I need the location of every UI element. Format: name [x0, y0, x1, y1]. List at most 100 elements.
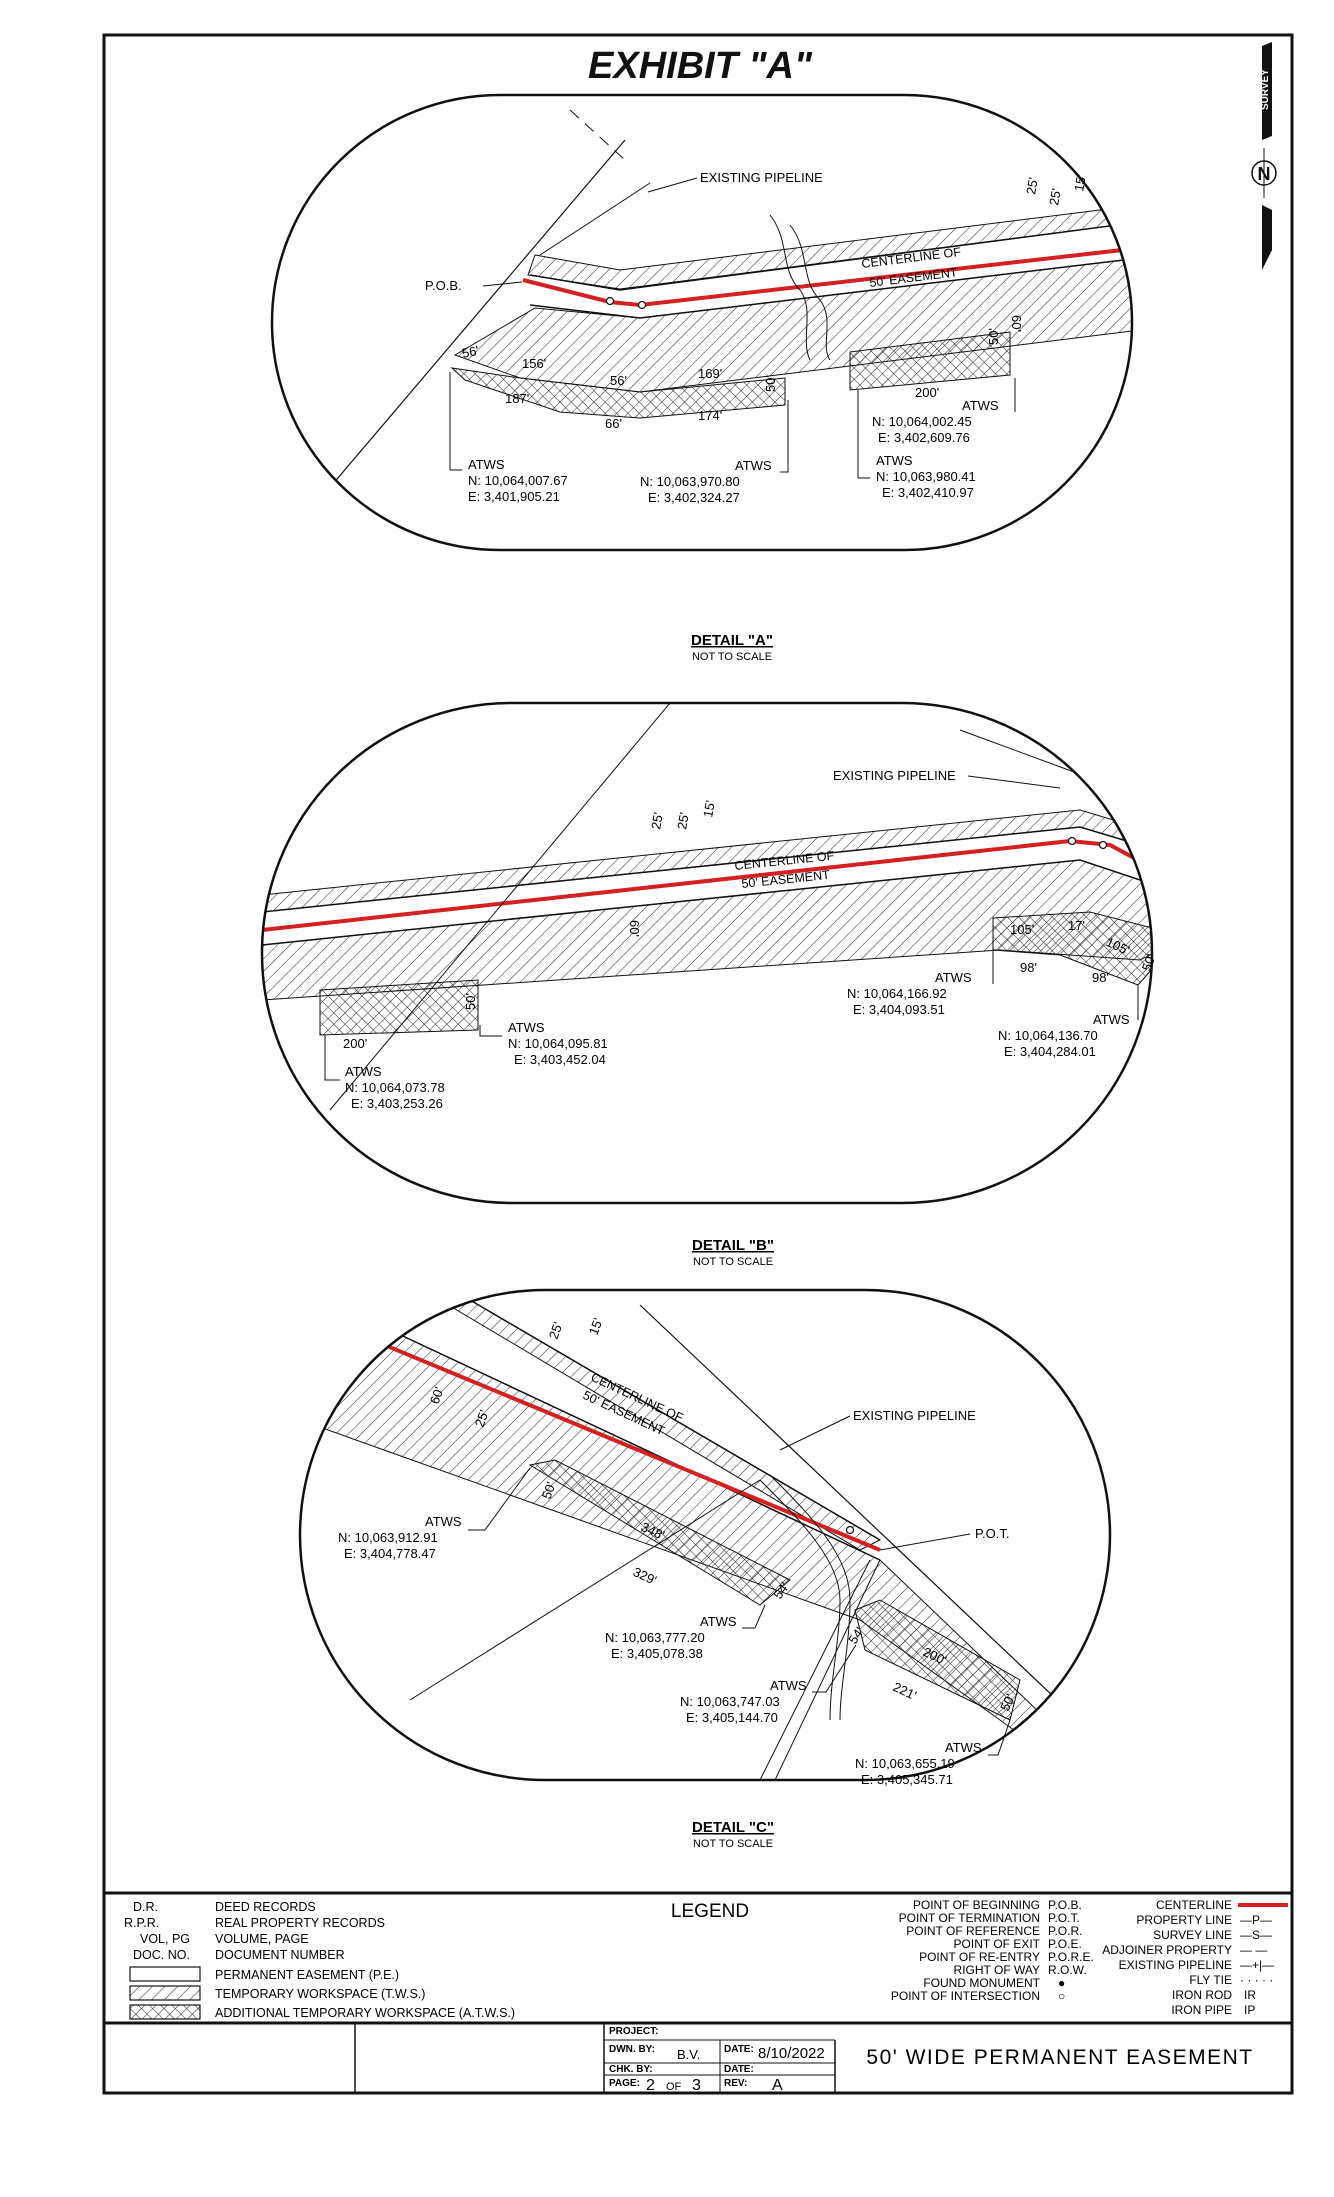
detail-a-dim-25b: 25' [1046, 187, 1064, 206]
detail-b-scale: NOT TO SCALE [693, 1256, 773, 1268]
legend-abbrev-code: VOL, PG [140, 1932, 190, 1946]
legend-title: LEGEND [671, 1901, 749, 1922]
legend-line-sym: IR [1244, 1988, 1256, 2002]
tb-page-label: PAGE: [609, 2078, 640, 2089]
legend-abbrev-code: D.R. [133, 1900, 158, 1914]
legend-point-abbr: ○ [1058, 1989, 1065, 2003]
detail-b-atws-3-e: E: 3,404,093.51 [853, 1002, 945, 1017]
detail-a-dim-174: 174' [698, 408, 722, 423]
legend-point-abbr: P.O.T. [1048, 1911, 1080, 1925]
detail-b-dim-25b: 25' [674, 811, 692, 830]
detail-a-atws-east [849, 331, 1011, 391]
detail-a-atws-4-e: E: 3,402,410.97 [882, 485, 974, 500]
legend-line-name: ADJOINER PROPERTY [1102, 1943, 1232, 1957]
legend-swatch-pe [129, 1966, 201, 1982]
detail-a-atws-3-e: E: 3,402,609.76 [878, 430, 970, 445]
legend-line-sym: —S— [1240, 1928, 1272, 1942]
tb-dwn-by-label: DWN. BY: [609, 2044, 655, 2055]
legend-point-abbr: R.O.W. [1048, 1963, 1087, 1977]
legend-point-name: POINT OF EXIT [954, 1937, 1041, 1951]
tb-rev: A [772, 2077, 783, 2094]
detail-b-dim-60: 60' [627, 920, 642, 937]
legend-line-name: SURVEY LINE [1153, 1928, 1232, 1942]
legend-abbrev-code: R.P.R. [124, 1916, 159, 1930]
tb-date: 8/10/2022 [758, 2045, 825, 2062]
detail-a-dim-25a: 25' [1023, 176, 1041, 195]
detail-a-atws-4-label: ATWS [876, 453, 913, 468]
detail-b-atws-2-label: ATWS [345, 1064, 382, 1079]
detail-c: EXISTING PIPELINE P.O.T. CENTERLINE OF 5… [298, 1288, 1112, 1850]
legend-point-name: FOUND MONUMENT [923, 1976, 1040, 1990]
legend-point-name: POINT OF TERMINATION [899, 1911, 1040, 1925]
detail-b-existing-pipeline-label: EXISTING PIPELINE [833, 768, 956, 783]
detail-a-atws-2-n: N: 10,063,970.80 [640, 474, 740, 489]
detail-a-atws-4-n: N: 10,063,980.41 [876, 469, 976, 484]
tb-page-total: 3 [692, 2077, 701, 2094]
detail-a-atws-3-n: N: 10,064,002.45 [872, 414, 972, 429]
detail-c-title: DETAIL "C" [692, 1819, 774, 1836]
detail-a-dim-50a: 50' [986, 328, 1001, 345]
legend-line-sym: — — [1240, 1943, 1267, 1957]
tb-dwn-by: B.V. [677, 2047, 700, 2062]
detail-c-dim-50a: 50' [539, 1480, 559, 1501]
detail-c-atws-2-label: ATWS [700, 1614, 737, 1629]
detail-a-dim-156: 156' [522, 356, 546, 371]
detail-a-dim-200: 200' [915, 385, 939, 400]
detail-b-atws-3-n: N: 10,064,166.92 [847, 986, 947, 1001]
legend-abbrev-desc: VOLUME, PAGE [215, 1932, 309, 1946]
legend-swatch-label: PERMANENT EASEMENT (P.E.) [215, 1968, 399, 1982]
detail-b-atws-4-e: E: 3,404,284.01 [1004, 1044, 1096, 1059]
detail-a-atws-west [450, 367, 786, 419]
detail-b-dim-98b: 98' [1092, 970, 1109, 985]
legend-point-name: RIGHT OF WAY [954, 1963, 1040, 1977]
legend-swatch-atws [129, 2004, 201, 2020]
detail-a-dim-56a: 56' [461, 343, 481, 361]
tb-project-label: PROJECT: [609, 2026, 658, 2037]
detail-a-title: DETAIL "A" [691, 632, 773, 649]
detail-a-dim-60: 60' [1009, 315, 1024, 332]
detail-c-atws-1-label: ATWS [425, 1514, 462, 1529]
north-arrow-icon: SURVEY N [1251, 42, 1277, 270]
legend-line-name: CENTERLINE [1156, 1898, 1232, 1912]
legend-line-sym: —P— [1240, 1913, 1272, 1927]
detail-b-dim-17: 17' [1068, 918, 1085, 933]
detail-b-dim-98a: 98' [1020, 960, 1037, 975]
detail-b-atws-2-n: N: 10,064,073.78 [345, 1080, 445, 1095]
detail-c-atws-3-label: ATWS [770, 1678, 807, 1693]
tb-date-label: DATE: [724, 2044, 754, 2055]
detail-a-dim-169: 169' [698, 366, 722, 381]
detail-b-atws-3-label: ATWS [935, 970, 972, 985]
detail-c-existing-pipeline-label: EXISTING PIPELINE [853, 1408, 976, 1423]
legend-point-name: POINT OF REFERENCE [906, 1924, 1040, 1938]
detail-b-dim-105a: 105' [1010, 922, 1034, 937]
legend-line-name: IRON ROD [1172, 1988, 1232, 2002]
detail-b-dim-50a: 50' [463, 993, 478, 1010]
detail-a-dim-66: 66' [605, 416, 622, 431]
legend-swatch-label: TEMPORARY WORKSPACE (T.W.S.) [215, 1987, 425, 2001]
detail-c-dim-60: 60' [427, 1385, 447, 1406]
detail-c-pot-label: P.O.T. [975, 1526, 1009, 1541]
detail-a-tws-upper [527, 204, 1132, 290]
detail-b-dim-25a: 25' [648, 811, 666, 830]
legend-abbrev-desc: DEED RECORDS [215, 1900, 316, 1914]
tb-drawing-title: 50' WIDE PERMANENT EASEMENT [866, 2046, 1253, 2069]
detail-b-dim-200: 200' [343, 1036, 367, 1051]
detail-b-atws-2-e: E: 3,403,253.26 [351, 1096, 443, 1111]
legend-abbrev-desc: REAL PROPERTY RECORDS [215, 1916, 385, 1930]
detail-a-existing-pipeline-label: EXISTING PIPELINE [700, 170, 823, 185]
legend: LEGEND D.R. DEED RECORDS R.P.R. REAL PRO… [104, 1891, 1292, 2020]
detail-c-dim-15: 15' [586, 1316, 606, 1337]
detail-a-dim-50b: 50' [763, 375, 778, 392]
title-block: PROJECT: DWN. BY: B.V. DATE: 8/10/2022 C… [104, 2021, 1292, 2094]
detail-a-atws-3-label: ATWS [962, 398, 999, 413]
legend-point-name: POINT OF INTERSECTION [891, 1989, 1040, 2003]
detail-a-scale: NOT TO SCALE [692, 651, 772, 663]
legend-point-name: POINT OF BEGINNING [913, 1898, 1040, 1912]
detail-b-atws-1-e: E: 3,403,452.04 [514, 1052, 606, 1067]
detail-c-atws-4-label: ATWS [945, 1740, 982, 1755]
detail-b-title: DETAIL "B" [692, 1237, 774, 1254]
detail-c-scale: NOT TO SCALE [693, 1838, 773, 1850]
detail-a-atws-1-label: ATWS [468, 457, 505, 472]
legend-line-name: EXISTING PIPELINE [1119, 1958, 1232, 1972]
detail-b-dim-15: 15' [700, 799, 718, 818]
